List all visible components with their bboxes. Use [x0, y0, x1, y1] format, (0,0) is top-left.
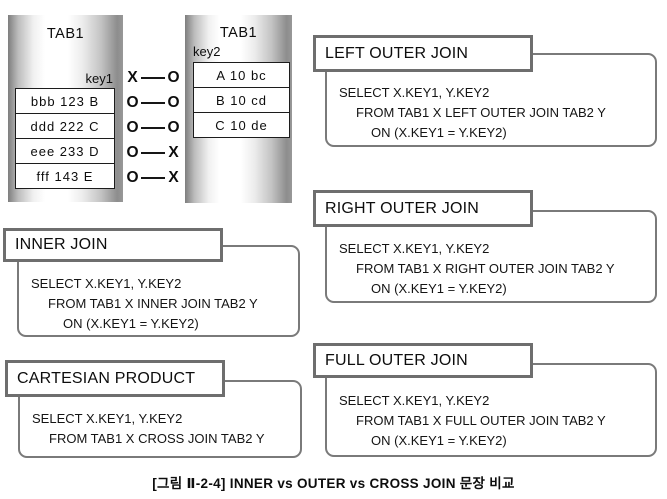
sql-line: FROM TAB1 X FULL OUTER JOIN TAB2 Y	[356, 413, 606, 428]
sql-line: ON (X.KEY1 = Y.KEY2)	[371, 125, 507, 140]
connector-line	[141, 101, 165, 104]
sql-line: SELECT X.KEY1, Y.KEY2	[31, 276, 182, 291]
table-row: bbb 123 B	[15, 88, 115, 114]
table-row: fff 143 E	[15, 163, 115, 189]
row-match-connectors: X O O O O O O X O X	[126, 65, 180, 191]
sql-line: FROM TAB1 X LEFT OUTER JOIN TAB2 Y	[356, 105, 606, 120]
right-table-rows: A 10 bc B 10 cd C 10 de	[193, 62, 290, 138]
sql-line: SELECT X.KEY1, Y.KEY2	[339, 393, 490, 408]
connector-line	[141, 177, 165, 180]
join-box-title: FULL OUTER JOIN	[313, 343, 533, 378]
connector-left-symbol: O	[126, 169, 139, 187]
sql-line: SELECT X.KEY1, Y.KEY2	[339, 241, 490, 256]
connector-row: X O	[126, 65, 180, 90]
connector-row: O O	[126, 90, 180, 115]
connector-row: O X	[126, 141, 180, 166]
connector-left-symbol: X	[127, 68, 138, 86]
connector-left-symbol: O	[126, 93, 139, 111]
connector-row: O O	[126, 115, 180, 140]
right-table-key-label: key2	[193, 44, 221, 59]
connector-line	[141, 152, 165, 155]
connector-row: O X	[126, 166, 180, 191]
join-box-title: CARTESIAN PRODUCT	[5, 360, 225, 397]
left-table-key-label: key1	[85, 71, 113, 86]
connector-right-symbol: X	[168, 144, 179, 162]
left-table-title: TAB1	[46, 26, 85, 42]
left-table-rows: bbb 123 B ddd 222 C eee 233 D fff 143 E	[15, 88, 115, 189]
sql-line: ON (X.KEY1 = Y.KEY2)	[371, 281, 507, 296]
table-row: A 10 bc	[193, 62, 290, 88]
sql-line: FROM TAB1 X CROSS JOIN TAB2 Y	[49, 431, 265, 446]
left-table-column: TAB1 key1 bbb 123 B ddd 222 C eee 233 D …	[8, 15, 123, 202]
right-table-title: TAB1	[219, 25, 258, 41]
sql-line: FROM TAB1 X RIGHT OUTER JOIN TAB2 Y	[356, 261, 615, 276]
connector-left-symbol: O	[126, 144, 139, 162]
table-row: B 10 cd	[193, 87, 290, 113]
connector-right-symbol: X	[168, 169, 179, 187]
figure-caption: [그림 Ⅱ-2-4] INNER vs OUTER vs CROSS JOIN …	[152, 476, 515, 491]
table-row: eee 233 D	[15, 138, 115, 164]
sql-line: ON (X.KEY1 = Y.KEY2)	[371, 433, 507, 448]
connector-right-symbol: O	[167, 93, 180, 111]
join-box-title: RIGHT OUTER JOIN	[313, 190, 533, 227]
right-table-column: TAB1 key2 A 10 bc B 10 cd C 10 de	[185, 15, 292, 203]
sql-line: ON (X.KEY1 = Y.KEY2)	[63, 316, 199, 331]
join-box-title: INNER JOIN	[3, 228, 223, 262]
connector-line	[141, 76, 165, 79]
connector-left-symbol: O	[126, 118, 139, 136]
sql-line: SELECT X.KEY1, Y.KEY2	[32, 411, 183, 426]
sql-line: FROM TAB1 X INNER JOIN TAB2 Y	[48, 296, 258, 311]
table-row: C 10 de	[193, 112, 290, 138]
connector-line	[141, 126, 165, 130]
sql-line: SELECT X.KEY1, Y.KEY2	[339, 85, 490, 100]
connector-right-symbol: O	[167, 118, 180, 136]
table-row: ddd 222 C	[15, 113, 115, 139]
join-box-title: LEFT OUTER JOIN	[313, 35, 533, 72]
connector-right-symbol: O	[167, 68, 180, 86]
